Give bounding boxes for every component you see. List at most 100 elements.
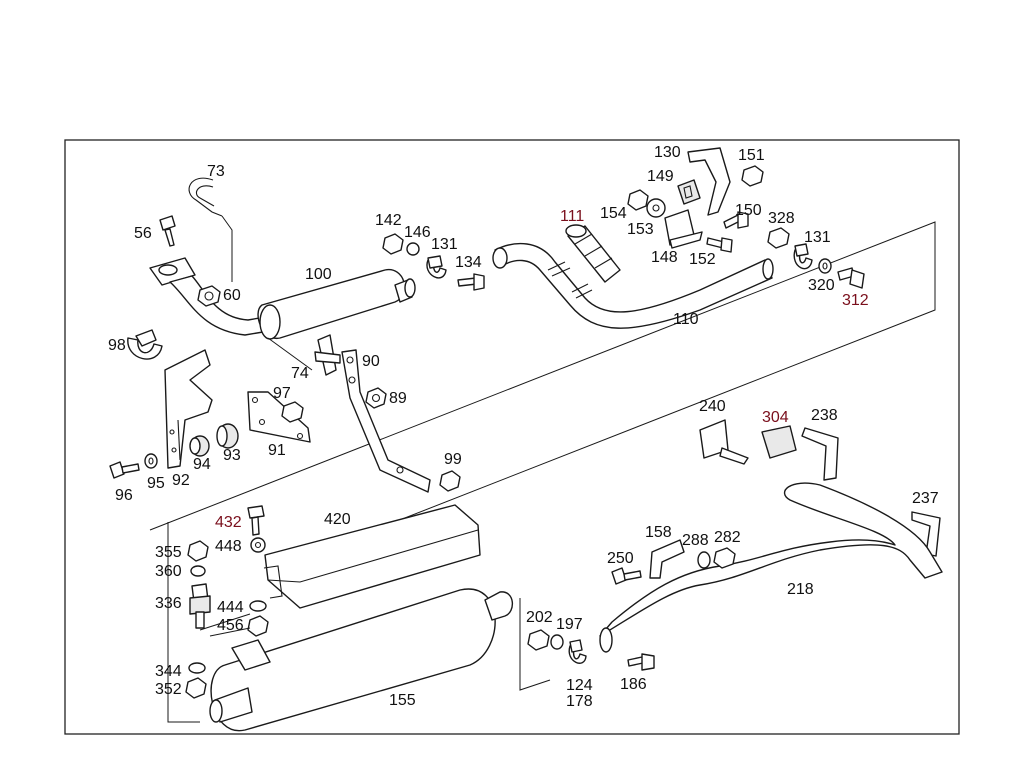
sleeve-111	[565, 224, 621, 283]
label-73: 73	[207, 163, 225, 180]
rear-muffler-155	[209, 588, 513, 732]
rubber-mount-149	[677, 179, 701, 205]
lower-mid-group-bracket	[519, 598, 551, 691]
leader-74	[267, 337, 313, 371]
label-96: 96	[115, 487, 133, 504]
bracket-158	[649, 539, 685, 579]
bolt-134	[457, 273, 485, 291]
intermediate-pipe-110	[492, 242, 774, 329]
label-92: 92	[172, 472, 190, 489]
nut-142	[382, 233, 404, 255]
label-56: 56	[134, 225, 152, 242]
label-360: 360	[155, 563, 182, 580]
rubber-mount-336	[189, 583, 211, 629]
label-336: 336	[155, 595, 182, 612]
plate-91	[247, 391, 311, 443]
bracket-130	[687, 147, 731, 216]
nut-352	[185, 677, 207, 699]
nut-355	[187, 540, 209, 562]
washer-444	[249, 600, 267, 612]
clamp-131-right	[793, 243, 813, 270]
bolt-56	[159, 215, 176, 247]
label-100: 100	[305, 266, 332, 283]
bolt-96	[109, 461, 140, 479]
part-labels: 73 56 60 100 98 74 90 89 97 91 92 93 94 …	[108, 144, 939, 710]
label-131-left: 131	[431, 236, 458, 253]
bolt-150	[723, 211, 749, 229]
label-150: 150	[735, 202, 762, 219]
label-420: 420	[324, 511, 351, 528]
label-448: 448	[215, 538, 242, 555]
washer-360	[190, 565, 206, 577]
label-94: 94	[193, 456, 211, 473]
lower-left-group-bracket	[167, 522, 200, 723]
label-89: 89	[389, 390, 407, 407]
nut-89	[365, 387, 387, 409]
clamp-98	[127, 329, 163, 360]
label-146: 146	[404, 224, 431, 241]
washer-288	[697, 551, 711, 569]
label-218: 218	[787, 581, 814, 598]
leader-336-444	[199, 613, 251, 637]
nut-60	[197, 285, 221, 307]
label-344: 344	[155, 663, 182, 680]
nut-456	[247, 615, 269, 637]
washer-153	[646, 198, 666, 218]
label-202: 202	[526, 609, 553, 626]
label-355: 355	[155, 544, 182, 561]
label-111: 111	[560, 208, 584, 225]
bracket-148	[664, 209, 703, 249]
label-134: 134	[455, 254, 482, 271]
nut-97	[281, 401, 304, 423]
label-240: 240	[699, 398, 726, 415]
label-142: 142	[375, 212, 402, 229]
washer-344	[188, 662, 206, 674]
bracket-92	[164, 349, 213, 469]
bracket-74	[314, 334, 341, 376]
nut-202	[527, 629, 550, 651]
label-237: 237	[912, 490, 939, 507]
heat-shield-420	[263, 504, 481, 609]
washer-146	[406, 242, 420, 256]
label-90: 90	[362, 353, 380, 370]
label-154: 154	[600, 205, 627, 222]
bolt-152	[706, 237, 733, 253]
u-bolt-73	[188, 177, 233, 282]
bolt-312	[837, 267, 865, 289]
label-97: 97	[273, 385, 291, 402]
label-304: 304	[762, 409, 789, 426]
label-149: 149	[647, 168, 674, 185]
label-250: 250	[607, 550, 634, 567]
nut-154	[627, 189, 649, 211]
label-352: 352	[155, 681, 182, 698]
label-456: 456	[217, 617, 244, 634]
label-238: 238	[811, 407, 838, 424]
muffler-100	[257, 269, 416, 340]
label-91: 91	[268, 442, 286, 459]
rubber-mount-304	[761, 425, 797, 459]
label-328: 328	[768, 210, 795, 227]
nut-282	[713, 547, 736, 569]
label-288: 288	[682, 532, 709, 549]
label-98: 98	[108, 337, 126, 354]
nut-99	[439, 470, 461, 492]
rubber-mount-94	[189, 435, 210, 457]
label-432: 432	[215, 514, 242, 531]
label-444: 444	[217, 599, 244, 616]
hanger-90	[341, 349, 431, 493]
label-158: 158	[645, 524, 672, 541]
label-197: 197	[556, 616, 583, 633]
upper-group-bracket	[149, 221, 936, 566]
clamp-131-left	[426, 255, 447, 279]
washer-448	[250, 537, 266, 553]
label-186: 186	[620, 676, 647, 693]
clamp-124-178	[568, 639, 587, 664]
label-110: 110	[673, 311, 699, 328]
nut-151	[741, 165, 764, 187]
label-131-right: 131	[804, 229, 831, 246]
label-152: 152	[689, 251, 716, 268]
label-178: 178	[566, 693, 593, 710]
label-99: 99	[444, 451, 462, 468]
tail-pipe-218	[599, 482, 943, 653]
